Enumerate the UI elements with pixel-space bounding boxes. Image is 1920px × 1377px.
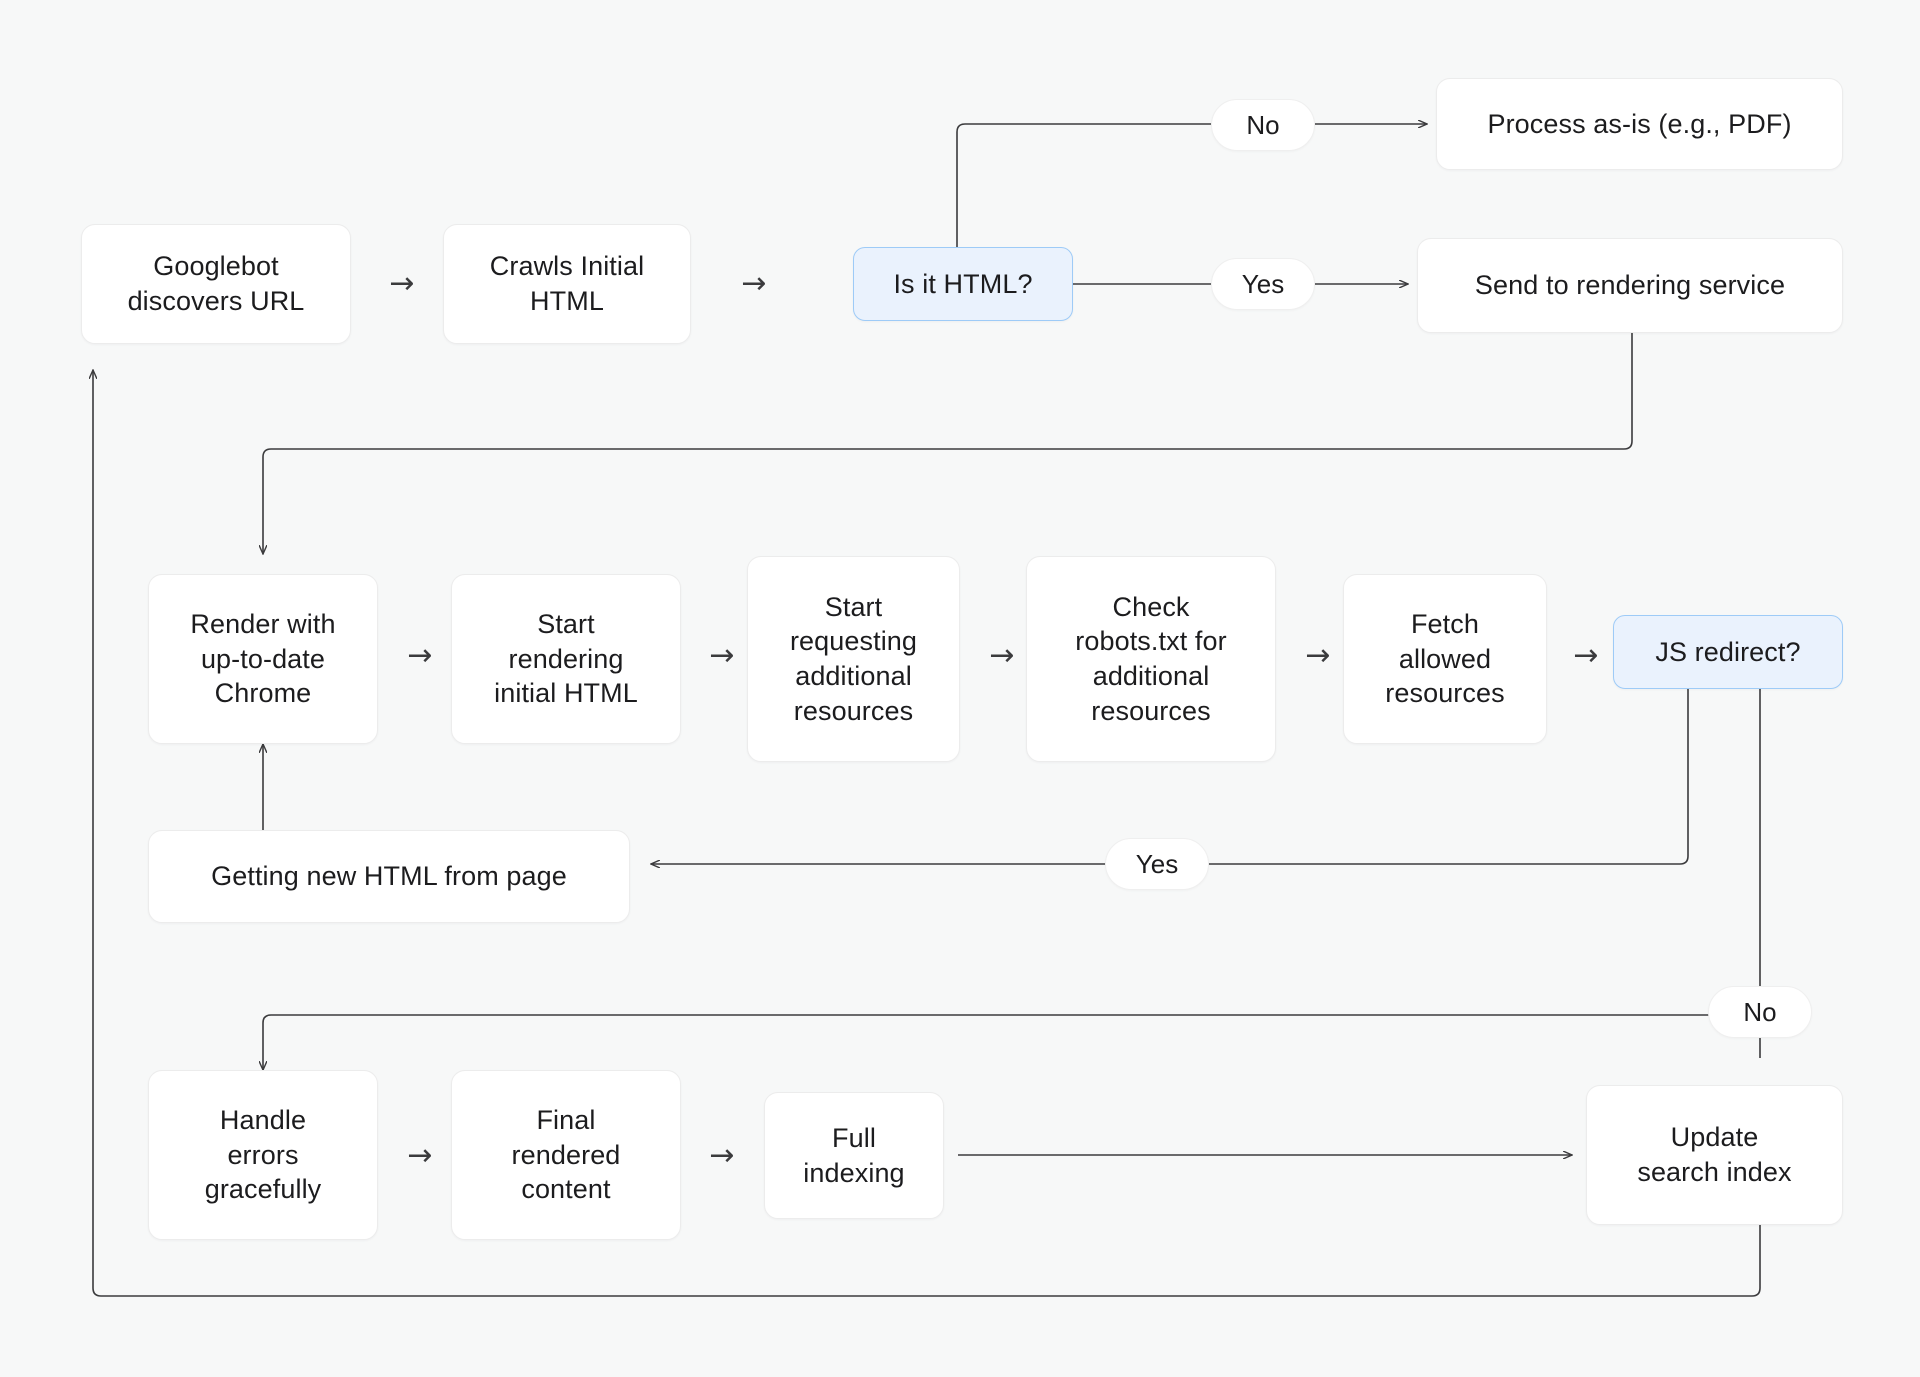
arrow-render-to-startrender: → — [407, 638, 433, 673]
node-start-rendering-initial-html[interactable]: Start rendering initial HTML — [451, 574, 681, 744]
edge-no-to-handle — [263, 1014, 1761, 1070]
node-googlebot-discovers-url[interactable]: Googlebot discovers URL — [81, 224, 351, 344]
edge-label-js-redirect-yes: Yes — [1105, 838, 1209, 890]
arrow-final-to-fullindex: → — [709, 1138, 735, 1173]
node-process-as-is[interactable]: Process as-is (e.g., PDF) — [1436, 78, 1843, 170]
node-render-with-chrome[interactable]: Render with up-to-date Chrome — [148, 574, 378, 744]
node-js-redirect[interactable]: JS redirect? — [1613, 615, 1843, 689]
arrow-crawls-to-ishtml: → — [741, 266, 767, 301]
node-check-robots-txt[interactable]: Check robots.txt for additional resource… — [1026, 556, 1276, 762]
node-final-rendered-content[interactable]: Final rendered content — [451, 1070, 681, 1240]
edge-html-to-no — [956, 123, 1211, 247]
edge-label-html-no: No — [1211, 99, 1315, 151]
arrow-fetch-to-jsredirect: → — [1573, 638, 1599, 673]
node-send-to-rendering-service[interactable]: Send to rendering service — [1417, 238, 1843, 333]
node-getting-new-html-from-page[interactable]: Getting new HTML from page — [148, 830, 630, 923]
arrow-startrender-to-startrequest: → — [709, 638, 735, 673]
arrow-handle-to-final: → — [407, 1138, 433, 1173]
edge-label-html-yes: Yes — [1211, 258, 1315, 310]
arrow-googlebot-to-crawls: → — [389, 266, 415, 301]
node-is-it-html[interactable]: Is it HTML? — [853, 247, 1073, 321]
arrow-robots-to-fetch: → — [1305, 638, 1331, 673]
node-crawls-initial-html[interactable]: Crawls Initial HTML — [443, 224, 691, 344]
edge-rendering-to-render — [263, 333, 1633, 554]
arrow-startrequest-to-robots: → — [989, 638, 1015, 673]
edge-label-js-redirect-no: No — [1708, 986, 1812, 1038]
node-full-indexing[interactable]: Full indexing — [764, 1092, 944, 1219]
node-update-search-index[interactable]: Update search index — [1586, 1085, 1843, 1225]
node-start-requesting-additional-resources[interactable]: Start requesting additional resources — [747, 556, 960, 762]
node-fetch-allowed-resources[interactable]: Fetch allowed resources — [1343, 574, 1547, 744]
node-handle-errors-gracefully[interactable]: Handle errors gracefully — [148, 1070, 378, 1240]
